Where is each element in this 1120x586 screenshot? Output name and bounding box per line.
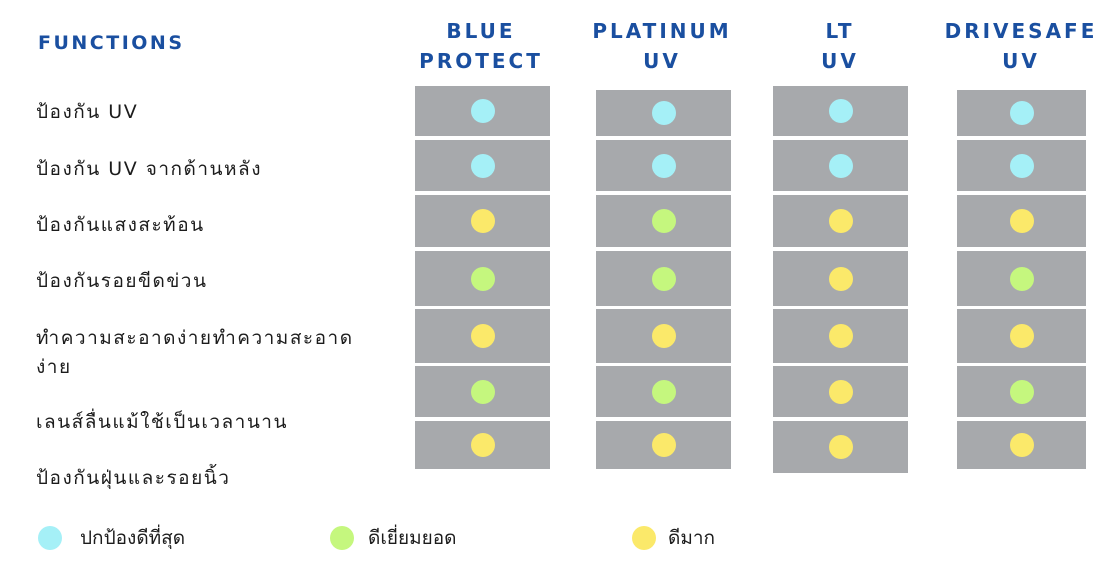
legend-dot [632, 526, 656, 550]
rating-dot-very-good [1009, 433, 1034, 457]
rating-dot-very-good [470, 433, 495, 457]
column-header-line1: LT [825, 19, 855, 43]
rating-cell [957, 140, 1086, 191]
rating-dot-best [470, 153, 495, 178]
rating-cell [415, 421, 550, 469]
rating-dot-excellent [1009, 379, 1034, 404]
rating-dot-best [651, 101, 676, 125]
rating-dot-best [1009, 101, 1034, 125]
rating-dot-excellent [651, 266, 676, 291]
row-label: ป้องกัน UV [36, 101, 139, 123]
column-header-line1: BLUE [446, 19, 516, 43]
rating-dot-very-good [470, 209, 495, 233]
legend-dot [330, 526, 354, 550]
rating-dot-excellent [470, 379, 495, 404]
rating-cell [596, 251, 731, 306]
rating-cell [957, 90, 1086, 136]
rating-cell [957, 421, 1086, 469]
column-header-line2: UV [643, 49, 681, 73]
legend-dot [38, 526, 62, 550]
rating-cell [415, 366, 550, 417]
legend-label: ดีเยี่ยมยอด [368, 527, 457, 549]
rating-cell [596, 366, 731, 417]
rating-dot-best [828, 99, 853, 123]
rating-dot-best [470, 99, 495, 123]
rating-dot-very-good [828, 266, 853, 291]
rating-dot-very-good [651, 433, 676, 457]
column-header-4: DRIVESAFE UV [926, 16, 1116, 76]
rating-cell [596, 195, 731, 247]
column-header-2: PLATINUM UV [567, 16, 757, 76]
rating-dot-very-good [651, 324, 676, 348]
rating-cell [596, 90, 731, 136]
legend-label: ปกป้องดีที่สุด [80, 527, 186, 549]
functions-title: FUNCTIONS [38, 32, 185, 54]
row-label: ป้องกันรอยขีดข่วน [36, 270, 208, 292]
rating-cell [596, 421, 731, 469]
rating-dot-very-good [828, 324, 853, 348]
rating-cell [773, 366, 908, 417]
column-header-line2: UV [821, 49, 859, 73]
legend-label: ดีมาก [668, 527, 716, 549]
rating-cell [773, 86, 908, 136]
rating-cell [957, 309, 1086, 363]
rating-cell [415, 251, 550, 306]
column-header-line2: PROTECT [419, 49, 543, 73]
rating-cell [415, 86, 550, 136]
column-header-3: LT UV [745, 16, 935, 76]
rating-dot-very-good [1009, 209, 1034, 233]
rating-dot-excellent [651, 379, 676, 404]
column-header-line1: PLATINUM [592, 19, 732, 43]
rating-cell [773, 309, 908, 363]
row-label: ป้องกันแสงสะท้อน [36, 214, 205, 236]
rating-cell [773, 421, 908, 473]
rating-dot-excellent [1009, 266, 1034, 291]
row-label: เลนส์ลื่นแม้ใช้เป็นเวลานาน [36, 411, 288, 433]
rating-cell [596, 140, 731, 191]
row-label: ทำความสะอาดง่ายทำความสะอาดง่าย [36, 327, 354, 378]
rating-cell [957, 251, 1086, 306]
rating-cell [415, 309, 550, 363]
rating-dot-excellent [470, 266, 495, 291]
rating-dot-very-good [828, 435, 853, 459]
rating-cell [957, 195, 1086, 247]
rating-cell [773, 195, 908, 247]
column-header-line1: DRIVESAFE [944, 19, 1098, 43]
rating-dot-best [1009, 153, 1034, 178]
rating-dot-very-good [1009, 324, 1034, 348]
rating-cell [596, 309, 731, 363]
row-label: ป้องกันฝุ่นและรอยนิ้ว [36, 467, 231, 489]
rating-dot-best [828, 153, 853, 178]
column-header-1: BLUE PROTECT [386, 16, 576, 76]
rating-dot-very-good [828, 379, 853, 404]
rating-dot-excellent [651, 209, 676, 233]
row-label: ป้องกัน UV จากด้านหลัง [36, 158, 262, 180]
rating-dot-very-good [828, 209, 853, 233]
rating-cell [957, 366, 1086, 417]
rating-cell [773, 251, 908, 306]
rating-cell [415, 195, 550, 247]
rating-cell [415, 140, 550, 191]
rating-cell [773, 140, 908, 191]
rating-dot-best [651, 153, 676, 178]
column-header-line2: UV [1002, 49, 1040, 73]
rating-dot-very-good [470, 324, 495, 348]
